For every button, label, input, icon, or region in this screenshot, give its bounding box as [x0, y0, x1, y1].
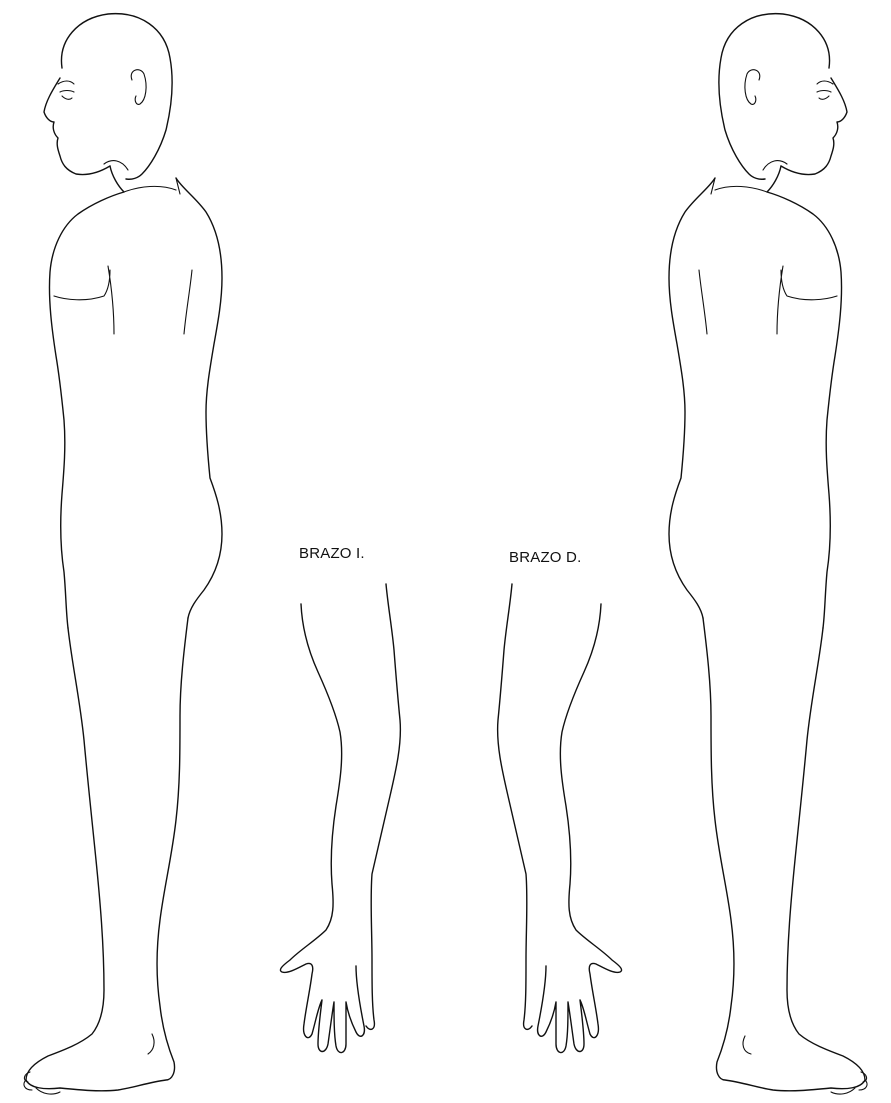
right-figure-ankle: [743, 1036, 751, 1054]
right-figure-toes: [831, 1072, 867, 1094]
right-figure-arm: [699, 266, 837, 334]
left-figure-eye: [58, 81, 74, 99]
left-figure-arm: [54, 266, 192, 334]
right-arm-figure: [498, 584, 622, 1053]
right-profile-figure: [669, 14, 867, 1094]
left-arm-figure: [280, 584, 400, 1053]
left-figure-collar: [124, 178, 180, 194]
right-figure-ear: [745, 70, 760, 105]
right-arm-label: BRAZO D.: [509, 549, 581, 566]
right-figure-jaw: [763, 161, 787, 170]
right-arm-outline: [498, 584, 622, 1053]
left-figure-jaw: [104, 161, 128, 170]
right-figure-torso: [669, 166, 842, 628]
right-figure-legs: [703, 618, 865, 1091]
left-figure-legs: [26, 618, 188, 1091]
right-figure-eye: [817, 81, 833, 99]
left-profile-figure: [24, 14, 222, 1094]
left-figure-ear: [131, 70, 146, 105]
left-arm-label: BRAZO I.: [299, 545, 365, 562]
left-figure-torso: [49, 166, 222, 628]
left-figure-toes: [24, 1072, 60, 1094]
right-figure-collar: [711, 178, 767, 194]
left-figure-ankle: [148, 1034, 154, 1054]
left-arm-outline: [280, 584, 400, 1053]
